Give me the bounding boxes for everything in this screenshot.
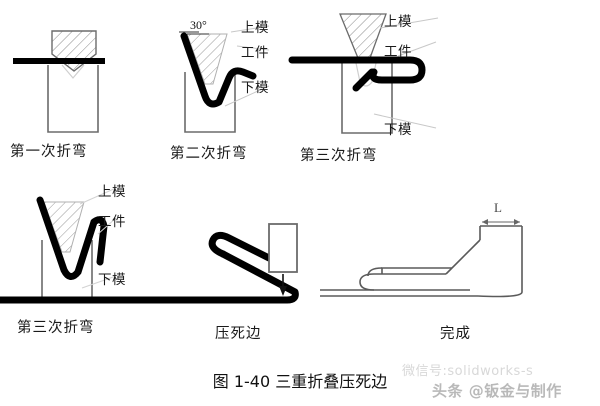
finished-hem-loop-inner [381, 267, 452, 274]
workpiece-bent [36, 196, 98, 280]
panel-third-bend-bottom-drawing [36, 187, 117, 301]
label-workpiece: 工件 [241, 45, 269, 61]
panel-third-bend-bottom: 上模 工件 下模 第三次折弯 [17, 178, 200, 336]
label-upper-die: 上模 [241, 20, 269, 36]
workpiece-leg [352, 68, 376, 92]
label-upper-die: 上模 [384, 14, 412, 30]
dimension-arrow-left [482, 219, 488, 225]
label-upper-die: 上模 [98, 184, 126, 200]
dimension-arrow-right [514, 219, 520, 225]
leader-upper-die [79, 187, 117, 205]
panel-second-bend-drawing [179, 25, 270, 133]
figure-caption: 图 1-40 三重折叠压死边 [212, 372, 388, 391]
leader-workpiece [236, 45, 270, 51]
workpiece-bent [180, 32, 257, 108]
panel-third-bend-top-caption: 第三次折弯 [300, 148, 378, 164]
workpiece-bent [288, 56, 426, 84]
workpiece-hem-loop [208, 231, 273, 262]
label-lower-die: 下模 [98, 272, 126, 288]
panel-hemming-caption: 压死边 [215, 326, 262, 342]
leader-workpiece [97, 217, 117, 235]
force-arrow-head [279, 286, 287, 296]
finished-flange-base-join [477, 291, 523, 298]
label-lower-die: 下模 [241, 80, 269, 96]
upper-die-punch [339, 13, 387, 63]
label-lower-die: 下模 [384, 122, 412, 138]
panel-third-bend-bottom-caption: 第三次折弯 [17, 320, 95, 336]
leader-upper-die [230, 25, 270, 33]
panel-second-bend: 30° 上模 工件 下模 第二次折弯 [165, 10, 325, 162]
leader-lower-die [373, 113, 437, 129]
finished-hem-loop-outer [359, 273, 446, 291]
panel-hemming-drawing [0, 223, 299, 304]
finished-flange-diagonal [445, 239, 481, 275]
watermark-wechat: 微信号:solidworks-s [402, 364, 534, 379]
workpiece-return-fold [90, 216, 108, 266]
leader-workpiece [397, 41, 437, 57]
label-workpiece: 工件 [384, 44, 412, 60]
panel-finished: L 完成 [320, 200, 570, 342]
leader-lower-die [224, 85, 270, 107]
lower-die-outline [47, 65, 99, 133]
workpiece-sheet [13, 58, 105, 64]
lower-die-groove [61, 64, 85, 79]
panel-third-bend-top-drawing [288, 13, 439, 134]
hemming-punch-block [268, 223, 298, 273]
upper-die-punch [51, 30, 97, 72]
upper-die-punch [186, 33, 228, 85]
leader-upper-die [379, 17, 439, 29]
dimension-label-L: L [494, 200, 502, 215]
upper-die-punch [43, 201, 85, 253]
workpiece-diagonal [219, 250, 299, 304]
panel-first-bend-drawing [13, 30, 105, 133]
watermark-toutiao: 头条 @钣金与制作 [432, 382, 562, 400]
panel-third-bend-top: 上模 工件 下模 第三次折弯 [288, 6, 520, 164]
panel-hemming: 压死边 [0, 212, 345, 342]
panel-first-bend-caption: 第一次折弯 [10, 144, 88, 160]
lower-die-outline [341, 63, 393, 134]
angle-30-label: 30° [190, 18, 207, 32]
panel-first-bend: 第一次折弯 [10, 14, 160, 160]
label-workpiece: 工件 [98, 214, 126, 230]
panel-finished-caption: 完成 [440, 326, 471, 342]
panel-second-bend-caption: 第二次折弯 [170, 146, 248, 162]
panel-finished-drawing [320, 219, 523, 298]
finished-hem-fold [367, 267, 383, 277]
leader-lower-die [81, 275, 117, 289]
